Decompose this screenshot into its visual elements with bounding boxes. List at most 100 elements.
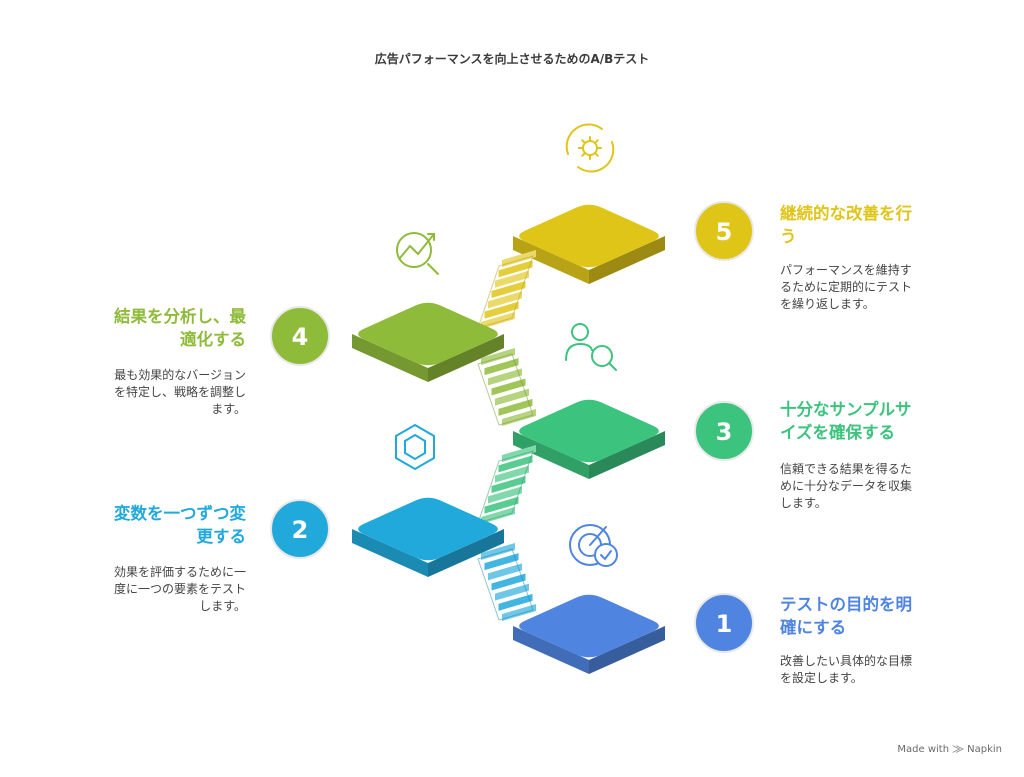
step-5-desc-line: るために定期的にテスト <box>780 280 913 294</box>
stair-step <box>495 465 529 483</box>
napkin-logo-icon: ⨠ <box>952 744 964 755</box>
footer-brand: Napkin <box>967 744 1002 755</box>
step-4-title-line: 適化する <box>180 330 246 349</box>
stair-step <box>498 455 533 473</box>
target-check-icon <box>569 524 618 567</box>
step-3-desc-line: 信頼できる結果を得るた <box>780 462 912 476</box>
footer-credit: Made with ⨠ Napkin <box>897 744 1002 755</box>
diagram-title: 広告パフォーマンスを向上させるためのA/Bテスト <box>374 52 650 66</box>
step-2-desc-line: 効果を評価するために一 <box>113 565 246 579</box>
stair-step <box>498 260 533 278</box>
step-4-title: 結果を分析し、最 適化する <box>62 305 246 351</box>
magnifier-lens <box>396 232 432 268</box>
user-head <box>571 323 589 341</box>
stair-rail <box>477 548 534 621</box>
step-1-desc-line: 改善したい具体的な目標 <box>780 654 913 668</box>
cycle-arrow <box>577 141 615 173</box>
step-4-badge: 4 <box>270 306 330 366</box>
step-2-desc-line: します。 <box>199 599 246 613</box>
step-5-title: 継続的な改善を行 う <box>780 202 970 248</box>
step-3-landing <box>513 399 665 479</box>
badge-circle <box>694 593 754 653</box>
landing-side-left <box>352 529 428 577</box>
landing-side-right <box>589 431 665 479</box>
landing-top <box>358 497 498 561</box>
stair-flight-4 <box>477 250 536 329</box>
stair-step <box>484 553 519 571</box>
magnifier-handle <box>427 263 439 275</box>
step-4-desc-line: 最も効果的なバージョン <box>114 368 246 382</box>
stair-step <box>488 563 522 581</box>
cycle-arrow <box>565 123 603 155</box>
stair-flight-3 <box>477 348 536 426</box>
gear-tooth <box>581 151 587 157</box>
landing-side-right <box>428 334 504 382</box>
stair-step <box>495 388 529 406</box>
badge-number: 5 <box>716 218 733 246</box>
step-5-desc-line: パフォーマンスを維持す <box>780 263 912 277</box>
step-4-title-line: 結果を分析し、最 <box>114 307 246 326</box>
step-3-desc-line: めに十分なデータを収集 <box>780 479 913 493</box>
step-2-description: 効果を評価するために一 度に一つの要素をテスト します。 <box>76 564 246 615</box>
stair-step <box>491 573 526 591</box>
badge-number: 3 <box>716 418 733 446</box>
stair-flight-2 <box>477 445 536 524</box>
step-1-badge: 1 <box>694 593 754 653</box>
step-2-title-line: 更する <box>196 527 247 546</box>
landing-side-right <box>428 529 504 577</box>
user-body <box>565 342 593 361</box>
badge-circle <box>270 306 330 366</box>
trend-line <box>399 233 435 259</box>
stair-step <box>484 301 519 319</box>
step-3-title-line: 十分なサンプルサ <box>780 400 912 419</box>
stair-step <box>498 593 533 611</box>
step-2-title-line: 変数を一つずつ変 <box>114 504 246 523</box>
badge-number: 1 <box>716 610 733 638</box>
hexagon-inner <box>404 433 426 461</box>
landing-side-left <box>513 626 589 674</box>
badge-circle <box>694 201 754 261</box>
landing-top <box>519 204 659 268</box>
gear-cycle-icon <box>565 123 615 173</box>
stair-step <box>488 368 522 386</box>
step-5-landing <box>513 204 665 284</box>
step-1-title: テストの目的を明 確にする <box>780 593 970 639</box>
step-5-desc-line: を繰り返します。 <box>780 297 875 311</box>
stair-flight-1 <box>477 543 536 621</box>
gear-tooth <box>593 139 599 145</box>
step-3-description: 信頼できる結果を得るた めに十分なデータを収集 します。 <box>780 461 958 512</box>
step-4-desc-line: ます。 <box>211 402 246 416</box>
badge-circle <box>694 401 754 461</box>
landing-side-left <box>513 431 589 479</box>
stair-step <box>488 486 522 504</box>
step-1-title-line: テストの目的を明 <box>780 595 912 614</box>
landing-top <box>358 302 498 366</box>
step-4-landing <box>352 302 504 382</box>
step-5-badge: 5 <box>694 201 754 261</box>
stair-step <box>484 358 519 376</box>
hexagon-nut-icon <box>395 423 435 471</box>
step-2-landing <box>352 497 504 577</box>
badge-circle <box>270 499 330 559</box>
stair-step <box>498 398 533 416</box>
step-1-description: 改善したい具体的な目標 を設定します。 <box>780 653 958 687</box>
check-mark <box>600 550 612 561</box>
step-5-title-line: う <box>780 227 797 246</box>
landing-side-left <box>513 236 589 284</box>
gear-tooth <box>581 139 587 145</box>
landing-side-right <box>589 236 665 284</box>
stair-step <box>491 281 526 298</box>
user-sample-search-icon <box>565 323 617 371</box>
stair-rail <box>477 450 534 524</box>
step-5-title-line: 継続的な改善を行 <box>780 204 912 223</box>
stair-step <box>495 583 529 601</box>
target-arrow <box>589 526 607 546</box>
check-circle <box>594 543 618 567</box>
step-3-badge: 3 <box>694 401 754 461</box>
stair-step <box>491 378 526 396</box>
lens-handle <box>608 362 617 371</box>
landing-side-left <box>352 334 428 382</box>
landing-top <box>519 594 659 658</box>
